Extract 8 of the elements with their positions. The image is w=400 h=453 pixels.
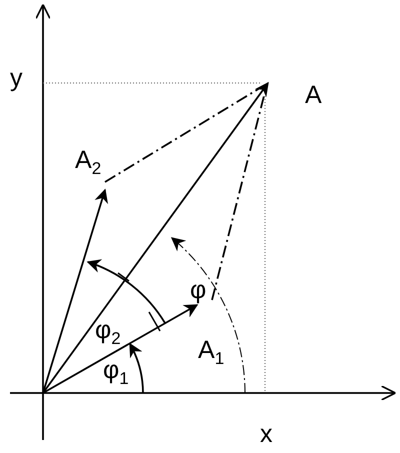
vector-label: φ$_{2}$ <box>95 318 121 347</box>
axis-label: y <box>10 66 22 91</box>
vector-label: φ$_{1}$ <box>103 358 129 387</box>
axis-label: x <box>260 422 272 447</box>
vector-label: A$_{1}$ <box>198 338 224 367</box>
vector-label: A$_{2}$ <box>75 148 102 177</box>
vector-label: A <box>305 83 322 108</box>
vector-label: φ <box>190 278 206 303</box>
